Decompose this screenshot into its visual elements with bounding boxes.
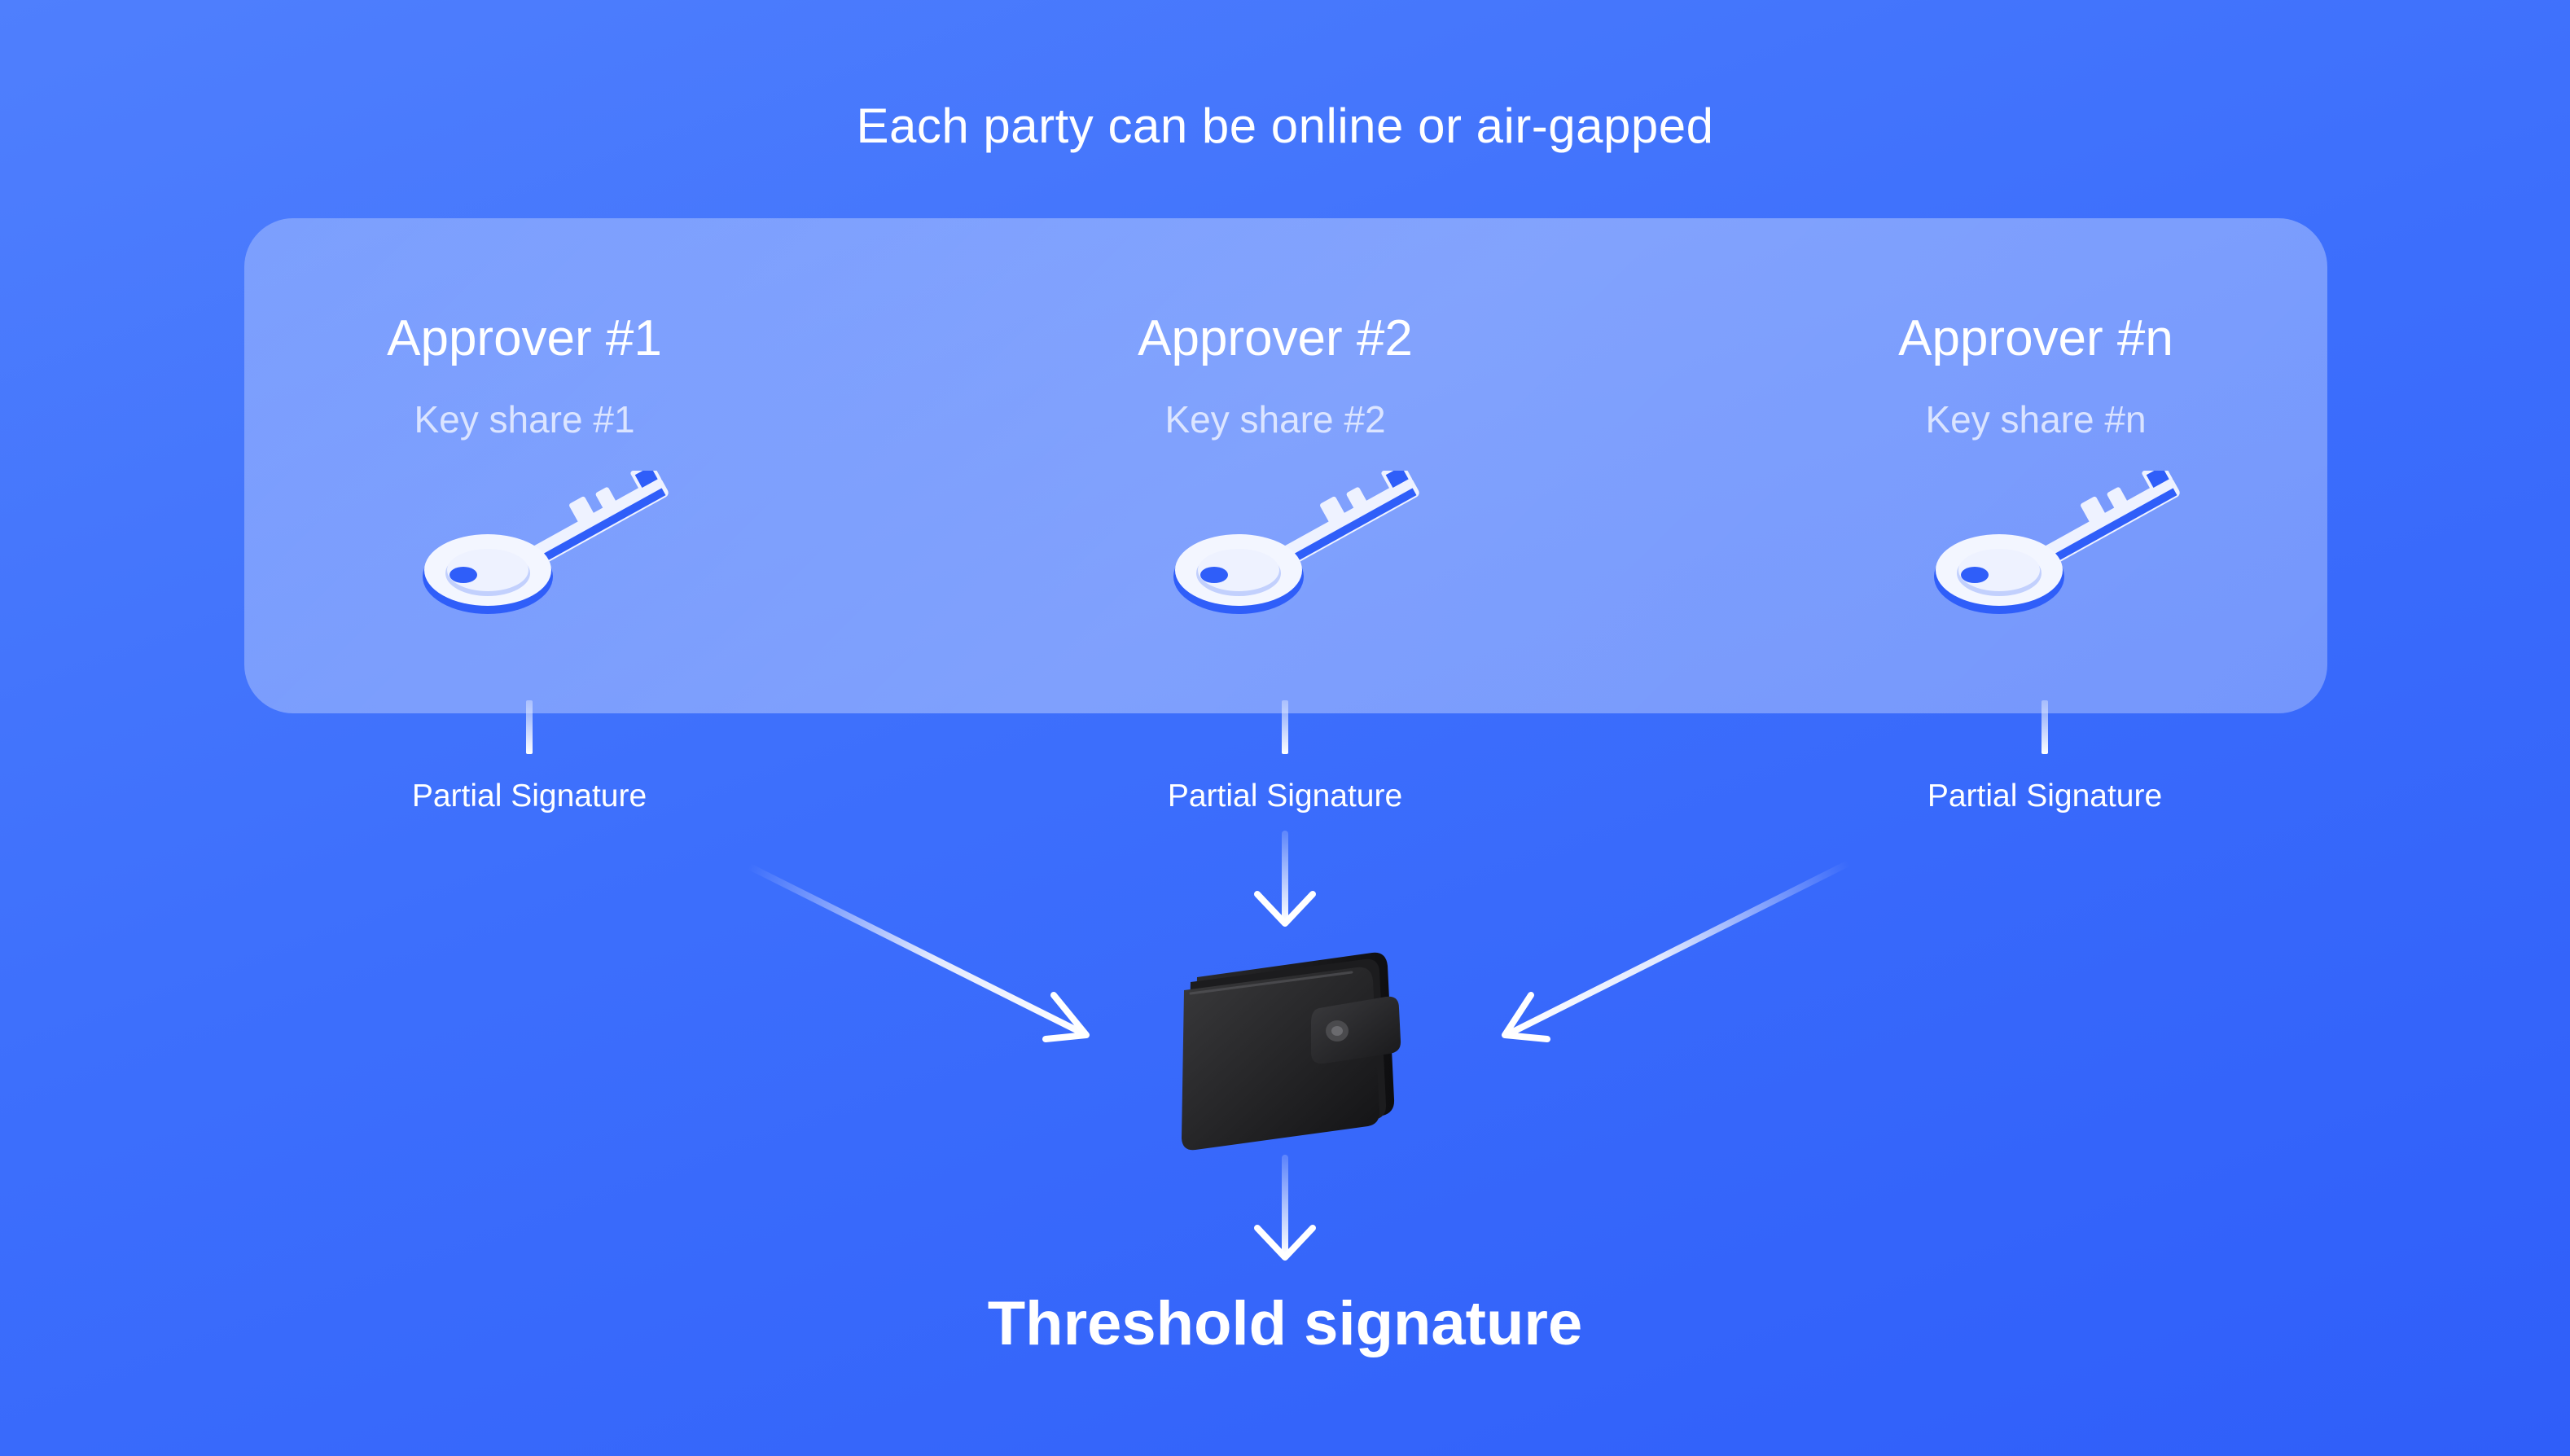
partial-signature-label-2: Partial Signature — [1167, 778, 1403, 814]
arrow-wallet-to-result — [1254, 1155, 1316, 1261]
key-share-label: Key share #2 — [1164, 398, 1386, 441]
key-share-label: Key share #1 — [414, 398, 635, 441]
partial-signature-label-n: Partial Signature — [1927, 778, 2163, 814]
arrow-left-to-wallet — [746, 863, 1090, 1042]
partial-signature-label-1: Partial Signature — [411, 778, 647, 814]
connector-tick-n — [2042, 700, 2048, 754]
connector-tick-2 — [1282, 700, 1288, 754]
approver-title: Approver #1 — [387, 310, 662, 366]
connector-tick-1 — [526, 700, 533, 754]
approvers-panel: Approver #1 Key share #1 Approver #2 Key… — [244, 218, 2327, 713]
wallet-icon — [1182, 952, 1401, 1151]
approver-2: Approver #2 Key share #2 — [1031, 218, 1520, 707]
arrow-right-to-wallet — [1502, 860, 1852, 1042]
approver-n: Approver #n Key share #n — [1792, 218, 2280, 707]
arrow-center-to-wallet — [1254, 831, 1316, 927]
key-share-label: Key share #n — [1925, 398, 2147, 441]
approver-1: Approver #1 Key share #1 — [280, 218, 769, 707]
approver-title: Approver #n — [1898, 310, 2173, 366]
threshold-signature-label: Threshold signature — [987, 1289, 1583, 1358]
diagram-title: Each party can be online or air-gapped — [856, 99, 1714, 153]
approver-title: Approver #2 — [1138, 310, 1413, 366]
